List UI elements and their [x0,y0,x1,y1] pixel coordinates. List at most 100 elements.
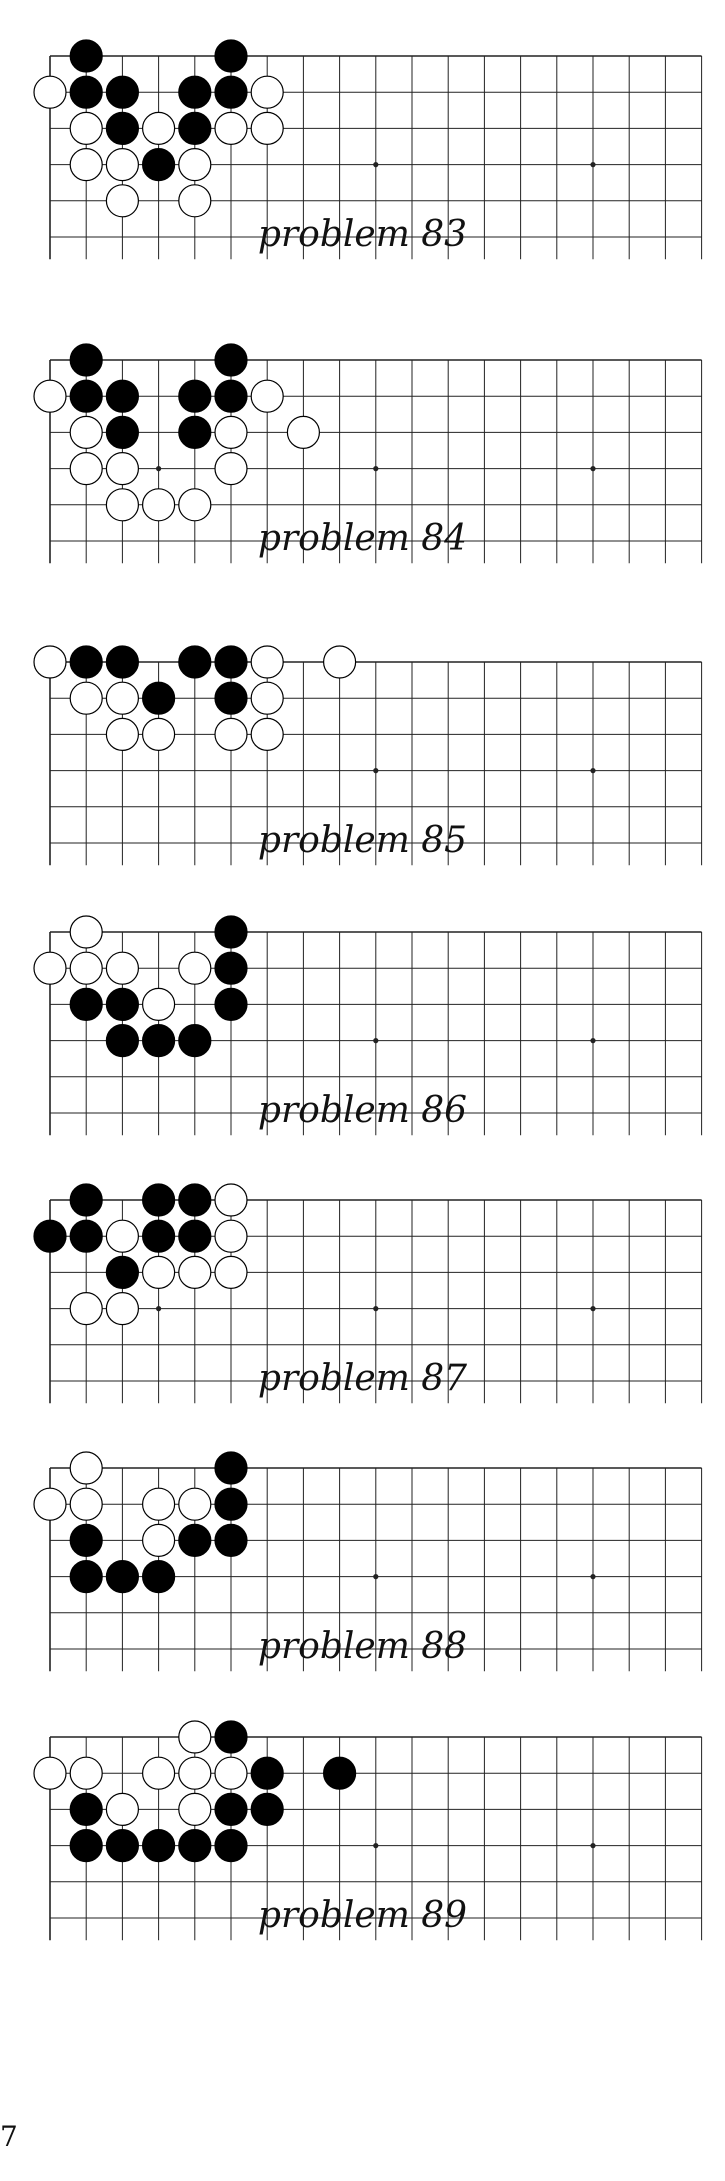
white-stone [142,717,176,751]
black-stone [214,1720,248,1754]
black-stone [214,951,248,985]
black-stone [178,1183,212,1217]
star-point [590,768,596,774]
white-stone [69,1292,103,1326]
star-point [373,1843,379,1849]
problem-diagram: problem 88 [0,1412,725,1692]
star-point [373,466,379,472]
white-stone [105,184,140,218]
star-point [590,1306,596,1312]
white-stone [250,717,284,751]
white-stone [105,1792,140,1826]
star-point [590,466,596,472]
white-stone [178,488,212,522]
white-stone [69,452,103,486]
white-stone [250,681,284,715]
black-stone [105,1560,140,1594]
white-stone [178,184,212,218]
black-stone [214,987,248,1021]
problem-caption: problem 84 [257,518,468,559]
white-stone [323,645,357,679]
black-stone [69,1219,103,1253]
black-stone [250,1756,284,1790]
white-stone [142,111,176,145]
black-stone [214,1487,248,1521]
white-stone [178,1487,212,1521]
white-stone [33,379,67,413]
star-point [156,1306,162,1312]
white-stone [105,488,140,522]
white-stone [69,148,103,182]
white-stone [214,717,248,751]
white-stone [33,951,67,985]
go-board [33,915,703,1136]
black-stone [214,75,248,109]
white-stone [33,1487,67,1521]
white-stone [250,645,284,679]
problem-diagram: problem 86 [0,876,725,1156]
black-stone [178,1024,212,1058]
white-stone [286,415,320,449]
star-point [156,466,162,472]
white-stone [214,1183,248,1217]
go-board [33,1720,703,1941]
white-stone [250,111,284,145]
black-stone [214,1792,248,1826]
white-stone [33,645,67,679]
white-stone [105,951,140,985]
white-stone [250,379,284,413]
problem-caption: problem 87 [257,1358,468,1399]
black-stone [69,645,103,679]
white-stone [142,1523,176,1557]
black-stone [214,1829,248,1863]
black-stone [142,1560,176,1594]
black-stone [178,1829,212,1863]
black-stone [323,1756,357,1790]
white-stone [33,1756,67,1790]
problem-caption: problem 86 [257,1090,468,1131]
problem-diagram: problem 83 [0,0,725,280]
white-stone [142,1756,176,1790]
white-stone [69,415,103,449]
black-stone [105,75,140,109]
black-stone [178,415,212,449]
star-point [590,1038,596,1044]
black-stone [105,1829,140,1863]
star-point [590,1843,596,1849]
black-stone [178,1219,212,1253]
black-stone [69,1829,103,1863]
black-stone [142,1219,176,1253]
black-stone [178,1523,212,1557]
white-stone [69,111,103,145]
black-stone [69,1792,103,1826]
black-stone [214,1523,248,1557]
white-stone [69,1756,103,1790]
black-stone [69,1183,103,1217]
go-board [33,1451,703,1672]
white-stone [105,1219,140,1253]
black-stone [105,111,140,145]
black-stone [105,1255,140,1289]
white-stone [142,1255,176,1289]
black-stone [33,1219,67,1253]
problem-caption: problem 88 [257,1626,468,1667]
problem-diagram: problem 89 [0,1681,725,1961]
black-stone [105,379,140,413]
black-stone [105,645,140,679]
star-point [373,1038,379,1044]
black-stone [214,1451,248,1485]
black-stone [214,915,248,949]
white-stone [69,1487,103,1521]
page-number: 7 [0,2120,18,2153]
black-stone [69,343,103,377]
black-stone [105,987,140,1021]
white-stone [178,1255,212,1289]
black-stone [214,645,248,679]
star-point [373,1574,379,1580]
white-stone [105,452,140,486]
problem-diagram: problem 87 [0,1144,725,1424]
star-point [590,162,596,168]
problem-diagram: problem 84 [0,304,725,584]
white-stone [69,681,103,715]
black-stone [69,75,103,109]
